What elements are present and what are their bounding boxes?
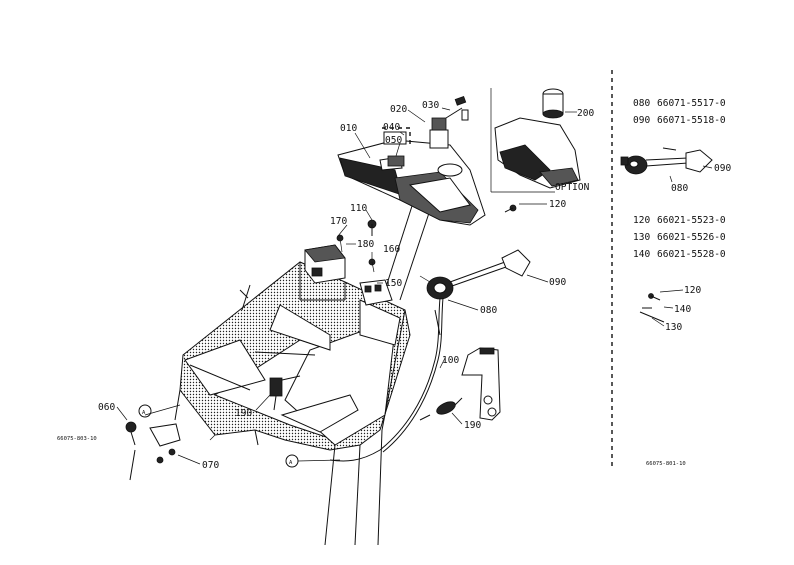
screw-160-shaft xyxy=(371,261,375,273)
callout-190-right: 190 xyxy=(464,420,481,431)
callout-120: 120 xyxy=(549,199,566,210)
part-code: 080 xyxy=(633,98,650,109)
part-code: 130 xyxy=(633,232,650,243)
part-number-list: 080 66071-5517-0 090 66071-5518-0 120 66… xyxy=(633,98,726,260)
callout-010: 010 xyxy=(340,123,357,134)
control-box-170 xyxy=(304,244,346,284)
callout-170: 170 xyxy=(330,216,347,227)
side-callout-130: 130 xyxy=(665,322,682,333)
bolt-set-detail xyxy=(639,293,665,323)
callout-040: 040 xyxy=(383,122,400,133)
part-number: 66071-5517-0 xyxy=(657,98,726,109)
bolts xyxy=(367,204,517,236)
callout-200: 200 xyxy=(577,108,594,119)
callout-150: 150 xyxy=(385,278,402,289)
throttle-cable-100 xyxy=(329,297,444,462)
part-code: 140 xyxy=(633,249,650,260)
option-inset xyxy=(490,88,581,193)
callout-100: 100 xyxy=(442,355,459,366)
side-callout-140: 140 xyxy=(674,304,691,315)
lever-assembly-detail xyxy=(620,147,713,175)
callout-090: 090 xyxy=(549,277,566,288)
part-number: 66021-5523-0 xyxy=(657,215,726,226)
callout-160: 160 xyxy=(383,244,400,255)
part-code: 120 xyxy=(633,215,650,226)
part-number: 66071-5518-0 xyxy=(657,115,726,126)
throttle-lever xyxy=(419,249,531,300)
callout-labels: 010 020 030 040 050 200 OPTION 120 110 1… xyxy=(98,100,731,471)
callout-060: 060 xyxy=(98,402,115,413)
marker-a-leader xyxy=(297,459,341,462)
side-callout-080: 080 xyxy=(671,183,688,194)
sensor-190-left xyxy=(269,375,301,411)
side-callout-090: 090 xyxy=(714,163,731,174)
part-code: 090 xyxy=(633,115,650,126)
callout-020: 020 xyxy=(390,104,407,115)
figure-id-left: 66075-803-10 xyxy=(57,436,97,442)
marker-a-upper-label: A xyxy=(142,410,146,416)
lower-hardware xyxy=(125,404,181,481)
callout-180: 180 xyxy=(357,239,374,250)
callout-050: 050 xyxy=(385,135,402,146)
part-number: 66021-5528-0 xyxy=(657,249,726,260)
callout-070: 070 xyxy=(202,460,219,471)
callout-190-left: 190 xyxy=(235,408,252,419)
callout-110: 110 xyxy=(350,203,367,214)
cable-bracket xyxy=(461,347,501,421)
dash-panel-010 xyxy=(337,139,486,226)
marker-a-lower-label: A xyxy=(289,460,293,466)
figure-id-right: 66075-801-10 xyxy=(646,461,686,467)
callout-030: 030 xyxy=(422,100,439,111)
side-callout-120: 120 xyxy=(684,285,701,296)
part-number: 66021-5526-0 xyxy=(657,232,726,243)
sensor-190-right xyxy=(419,397,463,421)
marker-a-upper xyxy=(138,404,152,418)
leader-lines xyxy=(116,107,713,465)
bolt-180-head xyxy=(336,234,344,242)
option-label: OPTION xyxy=(555,182,590,193)
steering-pedestal-frame xyxy=(174,261,411,451)
callout-080: 080 xyxy=(480,305,497,316)
relay-block-150 xyxy=(359,279,393,306)
key-switch xyxy=(382,95,469,167)
